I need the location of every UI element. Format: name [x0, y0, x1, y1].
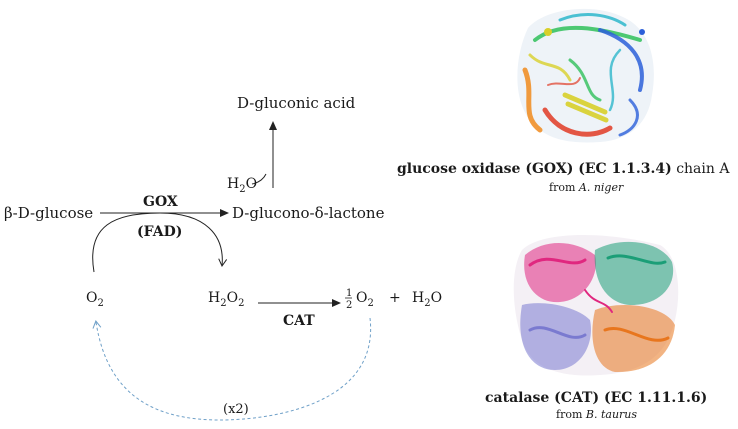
recycle-multiplier-label: (x2) [223, 402, 249, 417]
substrate-label: β-D-glucose [4, 204, 93, 222]
peroxide-label: H2O2 [208, 290, 244, 309]
gox-enzyme-label: GOX [143, 194, 178, 210]
fad-cofactor-label: (FAD) [137, 224, 182, 240]
oxygen-product-label: O2 [356, 290, 374, 309]
cat-enzyme-label: CAT [283, 313, 315, 329]
lactone-label: D-glucono-δ-lactone [232, 204, 385, 222]
cat-source: from B. taurus [556, 408, 637, 421]
plus-sign: + [389, 290, 401, 306]
water-join-curve [251, 173, 267, 185]
half-denominator: 2 [346, 300, 352, 311]
water-product-label: H2O [412, 290, 442, 309]
gluconic-acid-label: D-gluconic acid [237, 94, 356, 112]
oxygen-recycle-arrow [92, 317, 372, 421]
gox-caption: glucose oxidase (GOX) (EC 1.1.3.4) chain… [397, 161, 730, 177]
oxygen-reduction-curve [92, 212, 228, 273]
gox-structure-image [517, 8, 654, 143]
oxygen-label: O2 [86, 290, 104, 309]
cat-caption: catalase (CAT) (EC 1.11.1.6) [485, 390, 707, 406]
water-reactant-label: H2O [227, 176, 257, 195]
cat-structure-image [513, 234, 679, 376]
gox-source: from A. niger [549, 181, 624, 194]
half-numerator: 1 [346, 288, 352, 299]
